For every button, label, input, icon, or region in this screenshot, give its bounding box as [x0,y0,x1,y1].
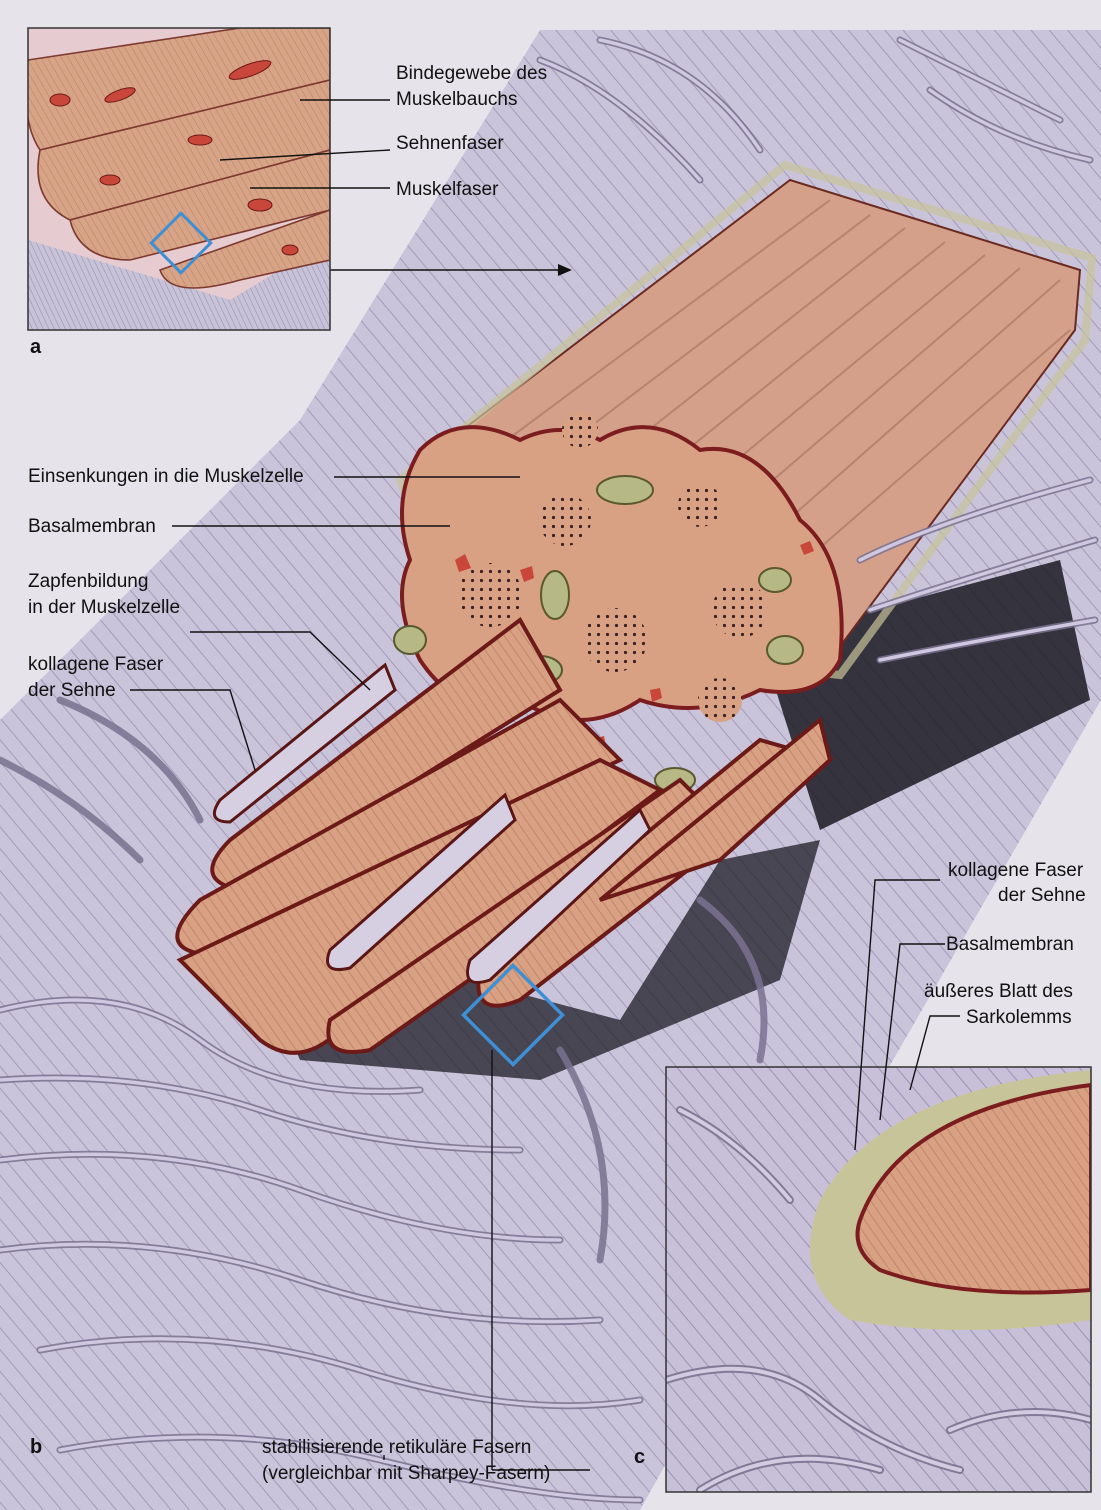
label-retikulaer-line2: (vergleichbar mit Sharpey-Fasern) [262,1461,550,1486]
label-kollagen-c-line1: kollagene Faser [948,858,1083,883]
label-basalmembran-c: Basalmembran [946,932,1074,957]
label-muskelfaser: Muskelfaser [396,177,498,202]
label-sehnenfaser: Sehnenfaser [396,131,504,156]
panel-a-inset [26,28,330,330]
label-blatt-line2: Sarkolemms [966,1005,1072,1030]
label-kollagen-b-line2: der Sehne [28,678,116,703]
label-kollagen-b-line1: kollagene Faser [28,652,163,677]
label-bindegewebe-line1: Bindegewebe des [396,61,547,86]
label-retikulaer-line1: stabilisierende retikuläre Fasern [262,1435,531,1460]
label-blatt-line1: äußeres Blatt des [924,979,1073,1004]
label-kollagen-c-line2: der Sehne [998,883,1086,908]
label-bindegewebe-line2: Muskelbauchs [396,87,517,112]
panel-b-letter: b [30,1436,42,1459]
label-zapfen-line1: Zapfenbildung [28,569,148,594]
label-zapfen-line2: in der Muskelzelle [28,595,180,620]
label-einsenkungen: Einsenkungen in die Muskelzelle [28,464,304,489]
label-basalmembran-b: Basalmembran [28,514,156,539]
panel-a-letter: a [30,336,41,359]
panel-c-letter: c [634,1446,645,1469]
panel-c-inset [666,1067,1091,1492]
